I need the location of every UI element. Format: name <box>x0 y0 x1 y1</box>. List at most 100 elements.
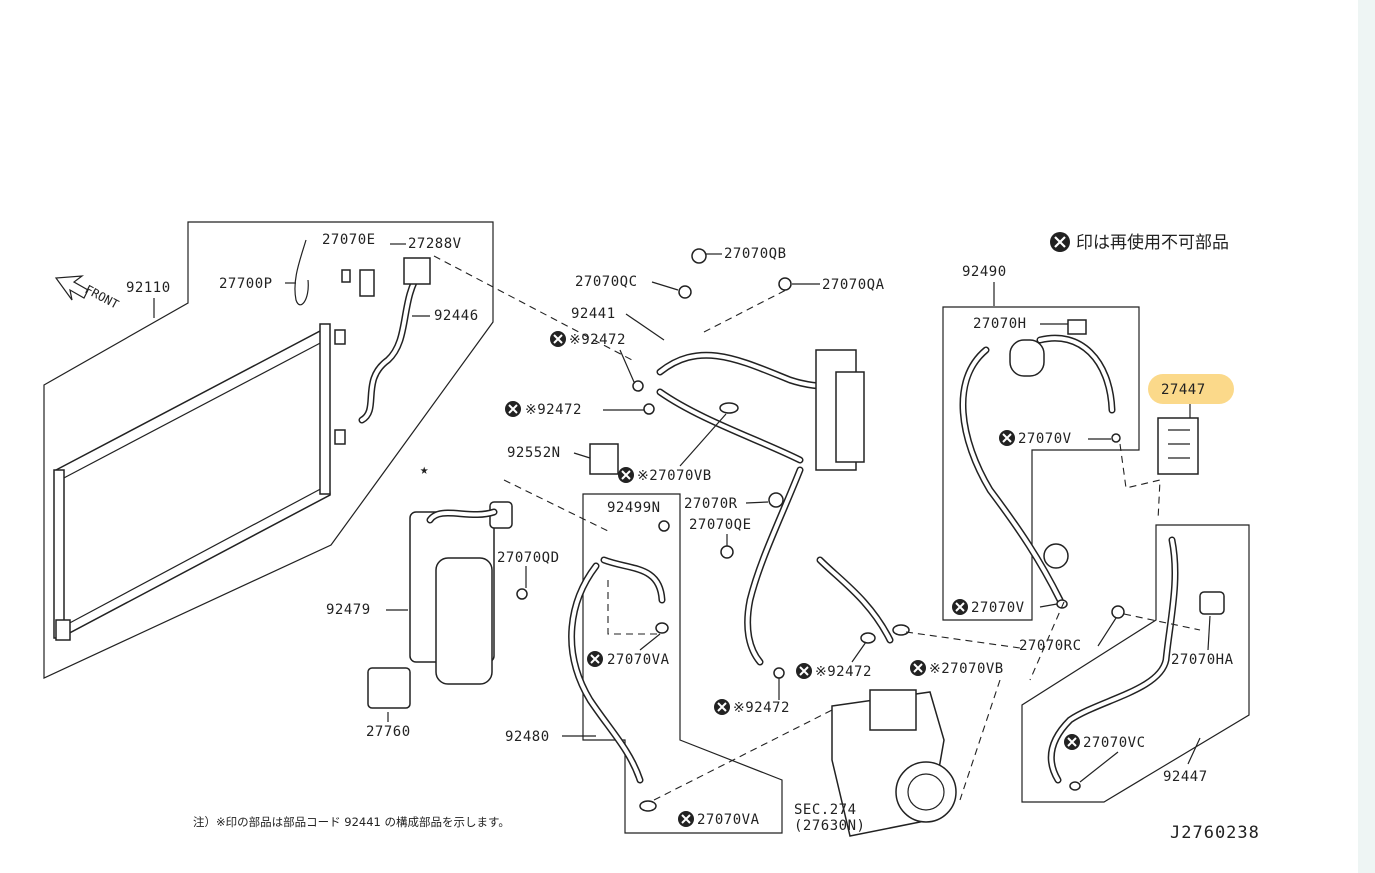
right-scroll-strip <box>1358 0 1375 873</box>
condenser-tank-left <box>53 469 65 639</box>
hose-92490-frame <box>942 306 1140 621</box>
cap-27070HA <box>1199 591 1225 615</box>
label-27070VB-2: ※27070VB <box>929 661 1004 677</box>
star-mark: ★ <box>420 462 429 478</box>
hose-92480-group: 92499N 27070VA 92480 27070VA <box>505 493 843 834</box>
x-mark <box>1067 737 1077 747</box>
label-92490: 92490 <box>962 264 1007 280</box>
cap-27070H <box>1067 319 1087 335</box>
label-27070R: 27070R <box>684 496 738 512</box>
label-27070VA-2: 27070VA <box>697 812 760 828</box>
x-mark <box>553 334 563 344</box>
label-27760: 27760 <box>366 724 411 740</box>
label-27070H: 27070H <box>973 316 1027 332</box>
front-label: FRONT <box>83 282 121 311</box>
x-mark <box>681 814 691 824</box>
receiver-group: ★ 27070QD 92479 27760 <box>326 462 560 740</box>
label-92472-d: ※92472 <box>733 700 790 716</box>
label-92472-b: ※92472 <box>525 402 582 418</box>
label-27070QB: 27070QB <box>724 246 787 262</box>
label-27070V-2: 27070V <box>971 600 1025 616</box>
center-piping-group: 27070QC 27070QB 27070QA 92441 ※92472 ※92… <box>433 246 894 666</box>
label-92499N: 92499N <box>607 500 661 516</box>
condenser-bracket <box>55 619 71 641</box>
label-92480: 92480 <box>505 729 550 745</box>
compressor-clutch <box>895 761 957 823</box>
bolt-27070QA <box>778 277 792 291</box>
label-27070E: 27070E <box>322 232 376 248</box>
label-27070QD: 27070QD <box>497 550 560 566</box>
label-92446: 92446 <box>434 308 479 324</box>
x-mark <box>913 663 923 673</box>
label-27070VA-1: 27070VA <box>607 652 670 668</box>
label-92479: 92479 <box>326 602 371 618</box>
clip-27070E <box>341 269 351 283</box>
bolt-27070QD <box>516 588 528 600</box>
part-27447-block[interactable] <box>1157 417 1199 475</box>
x-mark <box>1002 433 1012 443</box>
front-arrow-icon <box>54 275 89 301</box>
label-92447: 92447 <box>1163 769 1208 785</box>
label-92110: 92110 <box>126 280 171 296</box>
label-27070QC: 27070QC <box>575 274 638 290</box>
condenser-core[interactable] <box>55 328 331 639</box>
label-27700P: 27700P <box>219 276 273 292</box>
o-ring <box>892 624 910 636</box>
hose-92490-upper <box>1036 334 1116 414</box>
service-valve <box>1043 543 1069 569</box>
nut-27070R <box>768 492 784 508</box>
bolt-27070QE <box>720 545 734 559</box>
legend-text: 印は再使用不可部品 <box>1076 232 1229 253</box>
pipe-block-fitting <box>403 257 431 285</box>
sensor-wire-27700P[interactable] <box>294 239 309 306</box>
receiver-tank[interactable] <box>435 557 493 685</box>
sensor-27760[interactable] <box>367 667 411 709</box>
hose-92480-frame <box>582 493 783 834</box>
o-ring <box>773 667 785 679</box>
hose-92480[interactable] <box>568 562 644 784</box>
label-27070VC: 27070VC <box>1083 735 1146 751</box>
o-ring-27070V <box>1111 433 1121 443</box>
label-92552N: 92552N <box>507 445 561 461</box>
cap-92499N <box>658 520 670 532</box>
label-27070HA: 27070HA <box>1171 652 1234 668</box>
x-mark <box>508 404 518 414</box>
pressure-switch-27288V[interactable] <box>359 269 375 297</box>
bolt-27070QC <box>678 285 692 299</box>
bolt-27070QB <box>691 248 707 264</box>
label-27288V: 27288V <box>408 236 462 252</box>
label-27070VB-1: ※27070VB <box>637 468 712 484</box>
muffler <box>1009 339 1045 377</box>
o-ring <box>632 380 644 392</box>
condenser-mount <box>334 429 346 445</box>
compressor-group: ※92472 ※92472 ※27070VB SEC.274 (27630N) <box>714 624 1021 837</box>
x-mark <box>590 654 600 664</box>
hose-92447-frame <box>1021 524 1250 803</box>
label-27070RC: 27070RC <box>1019 638 1082 654</box>
label-92472-a: ※92472 <box>569 332 626 348</box>
label-27070V-1: 27070V <box>1018 431 1072 447</box>
o-ring <box>860 632 876 644</box>
o-ring-27070VA <box>639 800 657 812</box>
x-mark <box>621 470 631 480</box>
diagram-code: J2760238 <box>1170 823 1260 843</box>
highlight-27447 <box>1148 374 1234 404</box>
compressor-manifold <box>869 689 917 731</box>
o-ring-27070VC <box>1069 781 1081 791</box>
o-ring <box>719 402 739 414</box>
label-27070QE: 27070QE <box>689 517 752 533</box>
evaporator-block <box>835 371 865 463</box>
label-sec274-sub: (27630N) <box>794 818 865 834</box>
x-mark <box>717 702 727 712</box>
condenser-tank-right <box>319 323 331 495</box>
label-27447[interactable]: 27447 <box>1161 382 1206 398</box>
label-92441: 92441 <box>571 306 616 322</box>
x-mark <box>799 666 809 676</box>
o-ring-27070VA <box>655 622 669 634</box>
label-sec274[interactable]: SEC.274 <box>794 802 857 818</box>
bracket-92552N[interactable] <box>589 443 619 475</box>
hose-92490-group: 92490 27070H 27070V 27070V <box>942 264 1140 621</box>
condenser-group-frame <box>43 221 494 679</box>
x-mark <box>955 602 965 612</box>
